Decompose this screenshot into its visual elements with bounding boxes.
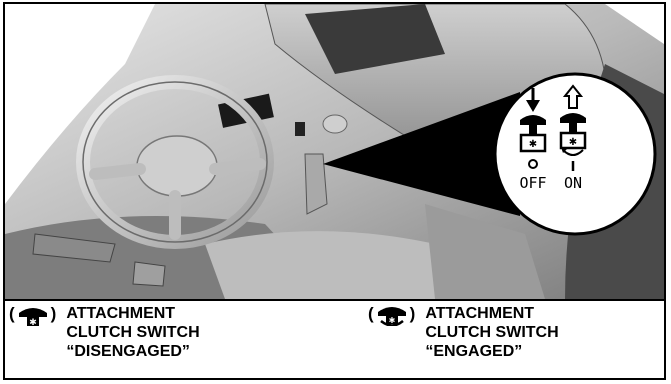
off-label: OFF [519, 174, 546, 192]
pedal [133, 262, 165, 286]
clutch-switch-pointer [305, 154, 327, 214]
open-paren: ( [9, 304, 15, 324]
caption-disengaged: ( ✱ ) ATTACHMENT CLUTCH SWITCH “DISENGAG… [9, 304, 200, 361]
svg-text:✱: ✱ [569, 137, 577, 148]
svg-text:✱: ✱ [29, 318, 37, 326]
caption-engaged: ( ✱ ) ATTACHMENT CLUTCH SWITCH “ENGAGED” [368, 304, 559, 361]
svg-text:✱: ✱ [388, 316, 395, 325]
throttle-knob [323, 115, 347, 133]
attachment-clutch-disengaged-icon: ✱ [16, 304, 50, 326]
caption-text-engaged: ATTACHMENT CLUTCH SWITCH “ENGAGED” [425, 304, 558, 361]
svg-text:✱: ✱ [529, 139, 537, 150]
mower-dashboard-illustration: ✱ ✱ OFF ON [5, 4, 664, 299]
figure-frame: ✱ ✱ OFF ON ( ✱ ) ATTAC [3, 2, 666, 380]
open-paren: ( [368, 304, 374, 324]
close-paren: ) [51, 304, 57, 324]
attachment-clutch-engaged-icon: ✱ [375, 304, 409, 326]
steering-hub [137, 136, 217, 196]
caption-text-disengaged: ATTACHMENT CLUTCH SWITCH “DISENGAGED” [66, 304, 199, 361]
close-paren: ) [410, 304, 416, 324]
on-label: ON [564, 174, 582, 192]
key-switch [295, 122, 305, 136]
caption-divider [5, 299, 664, 301]
